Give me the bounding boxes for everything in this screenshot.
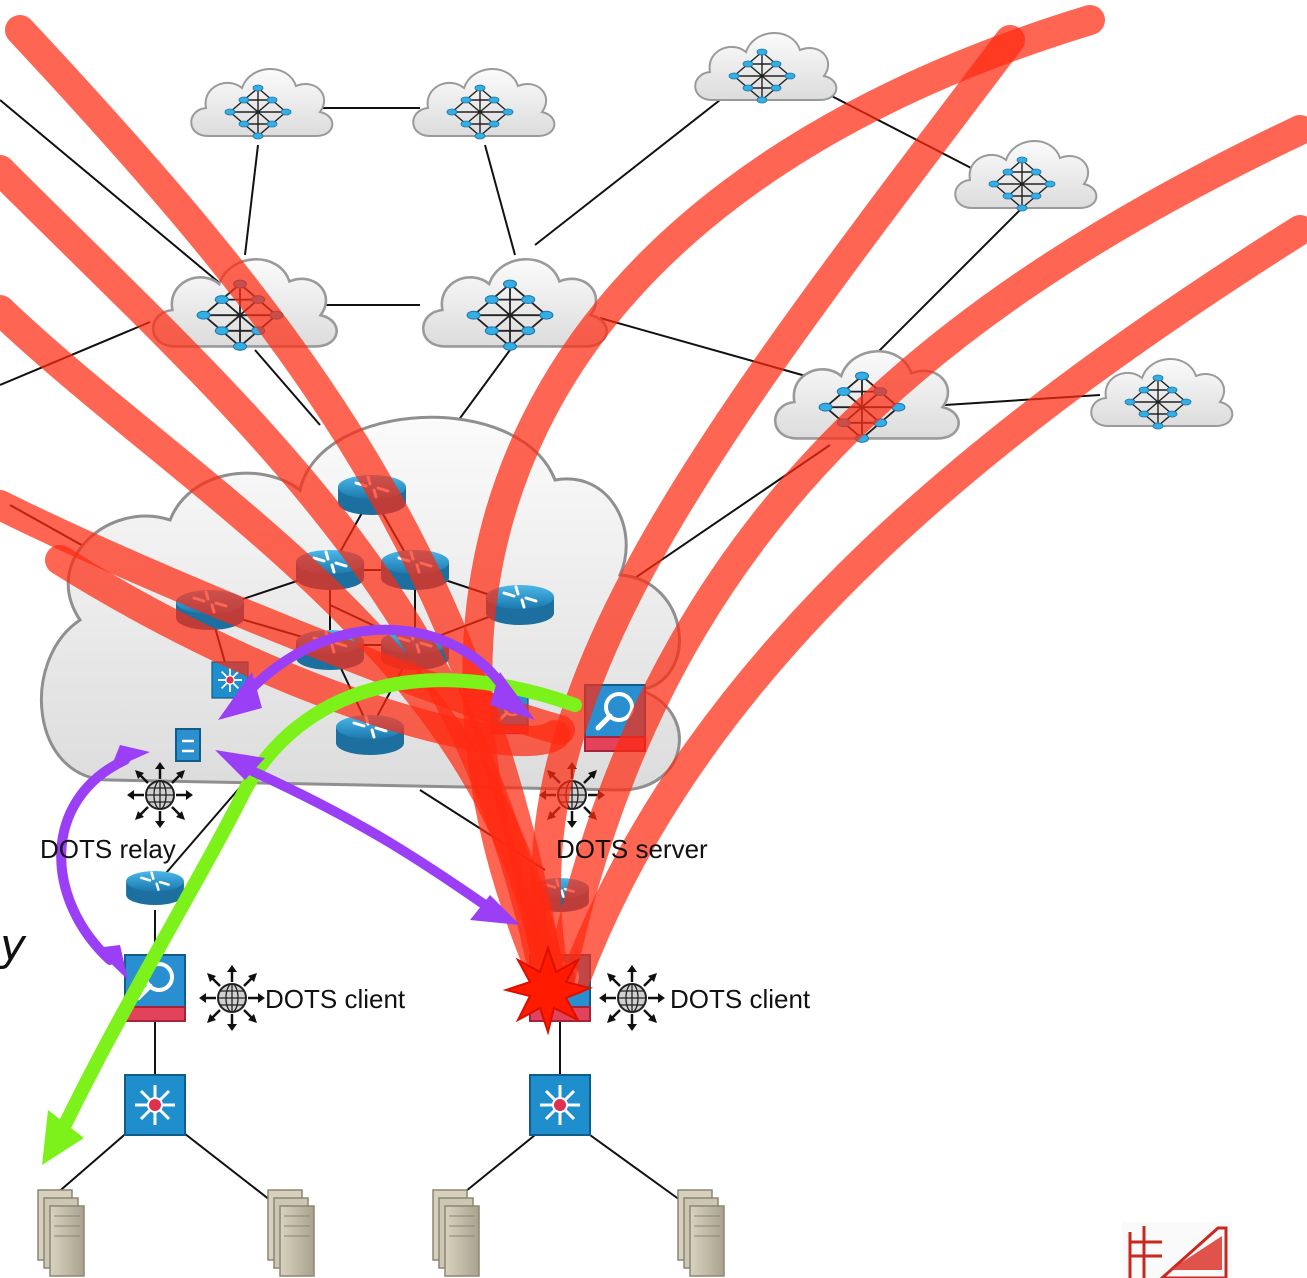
signal-channels: [56, 624, 510, 965]
server-stack-icon: [432, 1189, 480, 1277]
dots-relay-label: DOTS relay: [40, 834, 176, 864]
attack-burst-icon: [502, 944, 594, 1036]
signal-arrowheads: [95, 672, 535, 980]
ietf-logo: [1122, 1222, 1232, 1278]
partial-slide-text: y: [0, 920, 27, 971]
server-stack-icon: [267, 1189, 315, 1277]
mitigation-path: [42, 673, 582, 1165]
switch-icon: [123, 1073, 187, 1137]
dots-client-left-label: DOTS client: [265, 984, 406, 1014]
router-icon: [124, 869, 186, 907]
dots-server-label: DOTS server: [556, 834, 708, 864]
dots-agent-icon: [125, 760, 195, 830]
dots-agent-icon: [197, 963, 267, 1033]
server-stack-icon: [677, 1189, 725, 1277]
server-stack-icon: [37, 1189, 85, 1277]
relay-device-icon: [175, 728, 201, 762]
attack-traffic: [0, 5, 1307, 995]
dots-client-right-label: DOTS client: [670, 984, 811, 1014]
dots-agent-icon: [597, 963, 667, 1033]
switch-icon: [528, 1073, 592, 1137]
